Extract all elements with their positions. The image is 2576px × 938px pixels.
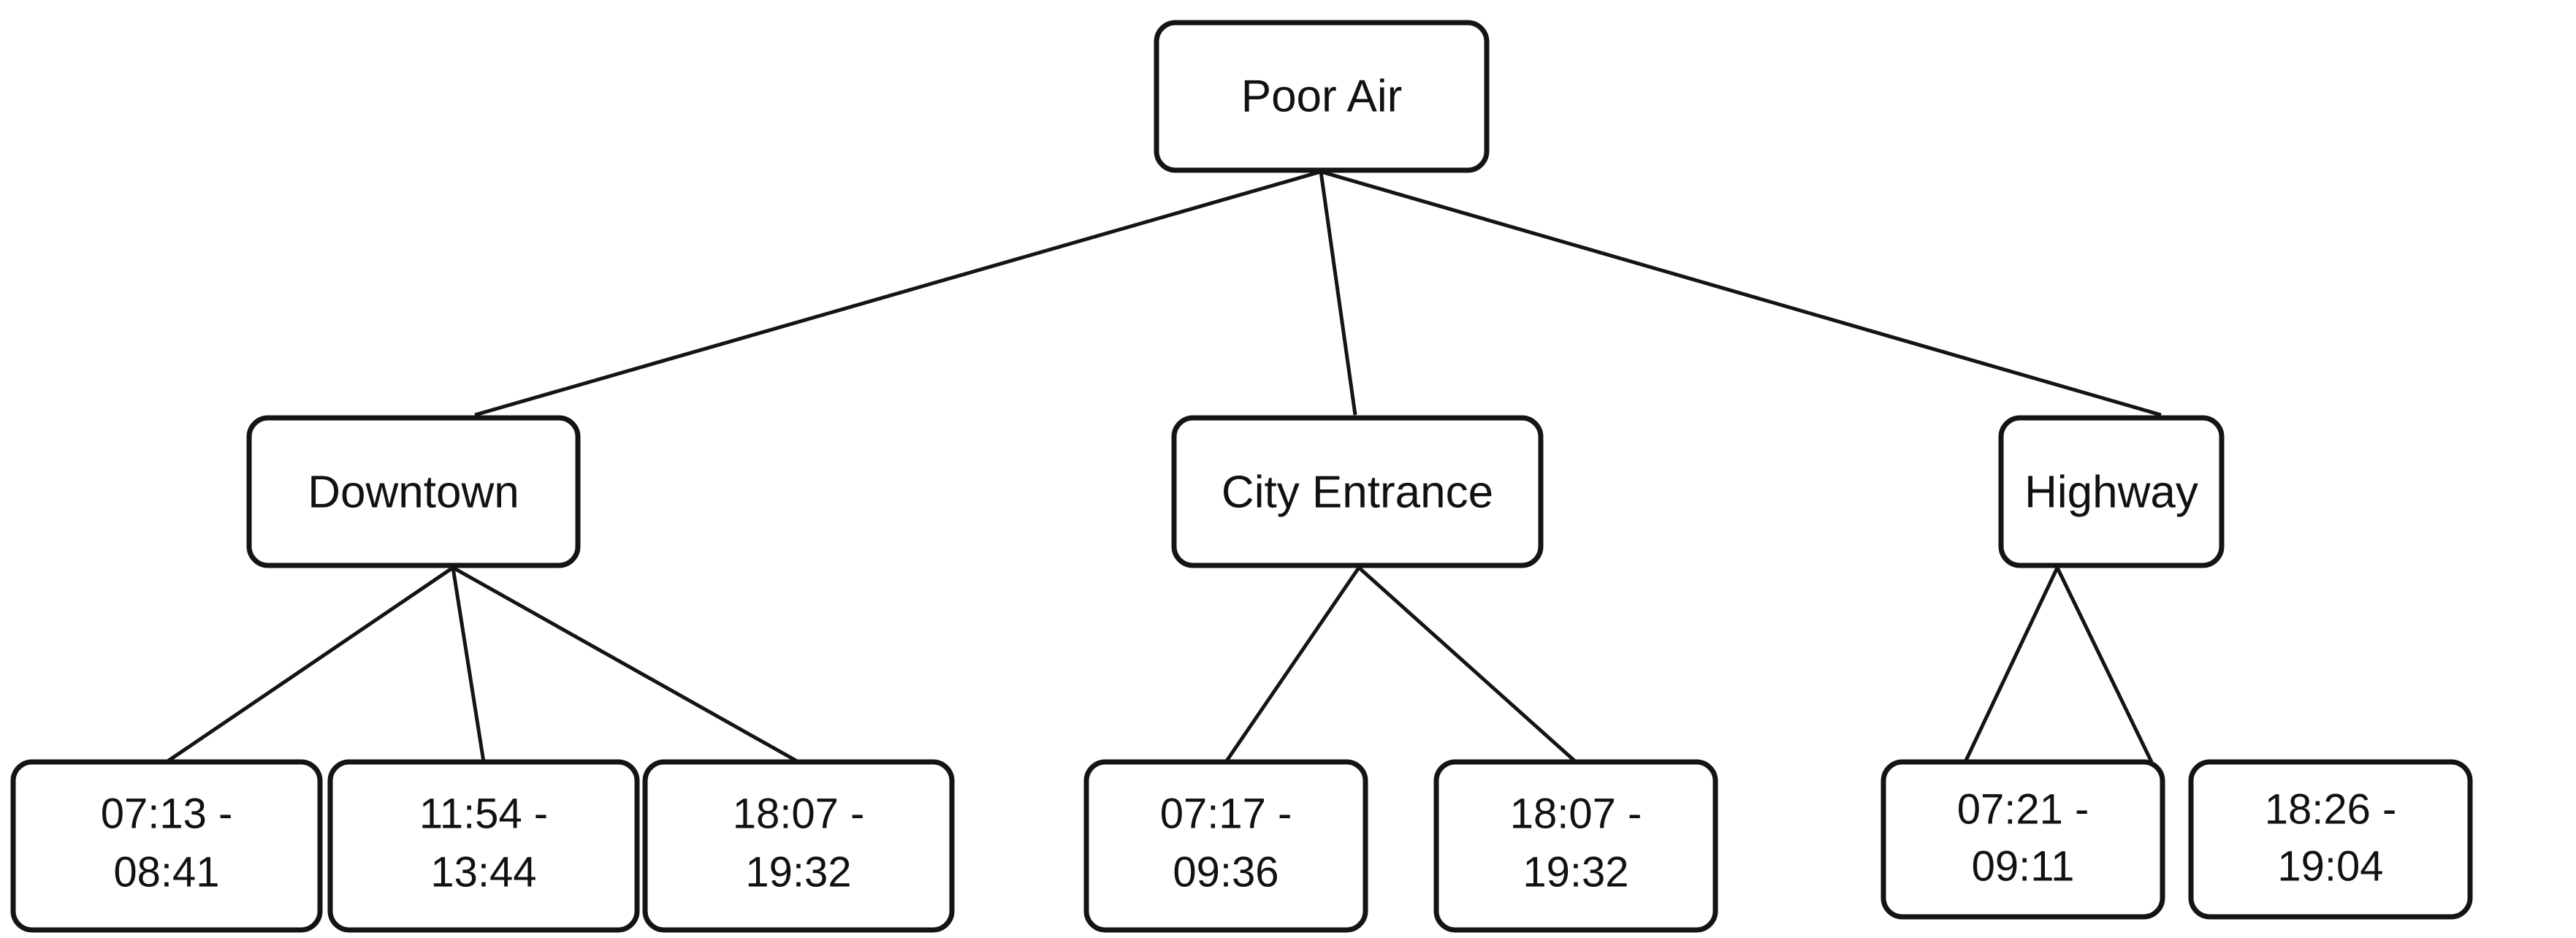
node-highway-t1[interactable]: 07:21 - 09:11: [1880, 759, 2165, 920]
edge-poor-air-to-city-entrance: [1319, 171, 1357, 416]
node-label-city-entrance: City Entrance: [1222, 467, 1493, 517]
edge-downtown-to-downtown-t2: [451, 567, 486, 763]
node-poor-air[interactable]: Poor Air: [1154, 20, 1490, 173]
node-label-city-entrance-t1-line2: 09:36: [1173, 848, 1279, 896]
edge-poor-air-to-highway: [1320, 169, 2162, 417]
node-label-poor-air: Poor Air: [1241, 71, 1403, 121]
edge-group-downtown: [165, 565, 800, 764]
edge-city-entrance-to-city-entrance-t2: [1357, 566, 1577, 763]
node-downtown-t3[interactable]: 18:07 - 19:32: [642, 759, 955, 933]
node-box-downtown-t1[interactable]: [10, 759, 323, 933]
node-box-city-entrance-t2[interactable]: [1433, 759, 1718, 933]
node-highway-t2[interactable]: 18:26 - 19:04: [2188, 759, 2473, 920]
edge-poor-air-to-downtown: [474, 169, 1322, 417]
node-city-entrance-t1[interactable]: 07:17 - 09:36: [1083, 759, 1368, 933]
node-label-downtown-t3-line1: 18:07 -: [733, 790, 865, 837]
node-label-city-entrance-t2-line1: 18:07 -: [1510, 790, 1642, 837]
edge-group-city-entrance: [1224, 566, 1577, 763]
node-box-city-entrance-t1[interactable]: [1083, 759, 1368, 933]
edge-group-highway: [1963, 566, 2154, 763]
edge-group-root: [474, 169, 2162, 417]
node-box-highway-t1[interactable]: [1880, 759, 2165, 920]
node-label-highway-t2-line1: 18:26 -: [2265, 785, 2397, 833]
node-city-entrance-t2[interactable]: 18:07 - 19:32: [1433, 759, 1718, 933]
node-box-highway[interactable]: [1998, 415, 2225, 568]
node-label-highway-t2-line2: 19:04: [2277, 842, 2383, 890]
node-label-city-entrance-t2-line2: 19:32: [1523, 848, 1628, 896]
node-box-downtown-t3[interactable]: [642, 759, 955, 933]
node-box-downtown[interactable]: [246, 415, 581, 568]
edge-city-entrance-to-city-entrance-t1: [1224, 566, 1361, 763]
node-city-entrance[interactable]: City Entrance: [1171, 415, 1544, 568]
node-label-downtown-t1-line2: 08:41: [113, 848, 219, 896]
edge-highway-to-highway-t1: [1963, 566, 2059, 763]
node-label-city-entrance-t1-line1: 07:17 -: [1160, 790, 1292, 837]
node-downtown-t2[interactable]: 11:54 - 13:44: [327, 759, 640, 933]
node-label-highway-t1-line2: 09:11: [1972, 842, 2075, 890]
node-label-highway: Highway: [2024, 467, 2198, 517]
edge-highway-to-highway-t2: [2055, 566, 2154, 763]
node-downtown[interactable]: Downtown: [246, 415, 581, 568]
node-label-downtown-t1-line1: 07:13 -: [101, 790, 233, 837]
node-downtown-t1[interactable]: 07:13 - 08:41: [10, 759, 323, 933]
node-label-downtown-t2-line2: 13:44: [430, 848, 536, 896]
node-label-downtown-t3-line2: 19:32: [745, 848, 851, 896]
edge-downtown-to-downtown-t1: [165, 565, 454, 764]
node-box-poor-air[interactable]: [1154, 20, 1490, 173]
node-label-downtown-t2-line1: 11:54 -: [419, 790, 548, 837]
edge-downtown-to-downtown-t3: [451, 565, 800, 764]
node-box-city-entrance[interactable]: [1171, 415, 1544, 568]
node-box-highway-t2[interactable]: [2188, 759, 2473, 920]
node-label-highway-t1-line1: 07:21 -: [1957, 785, 2089, 833]
node-box-downtown-t2[interactable]: [327, 759, 640, 933]
node-highway[interactable]: Highway: [1998, 415, 2225, 568]
node-label-downtown: Downtown: [308, 467, 519, 517]
